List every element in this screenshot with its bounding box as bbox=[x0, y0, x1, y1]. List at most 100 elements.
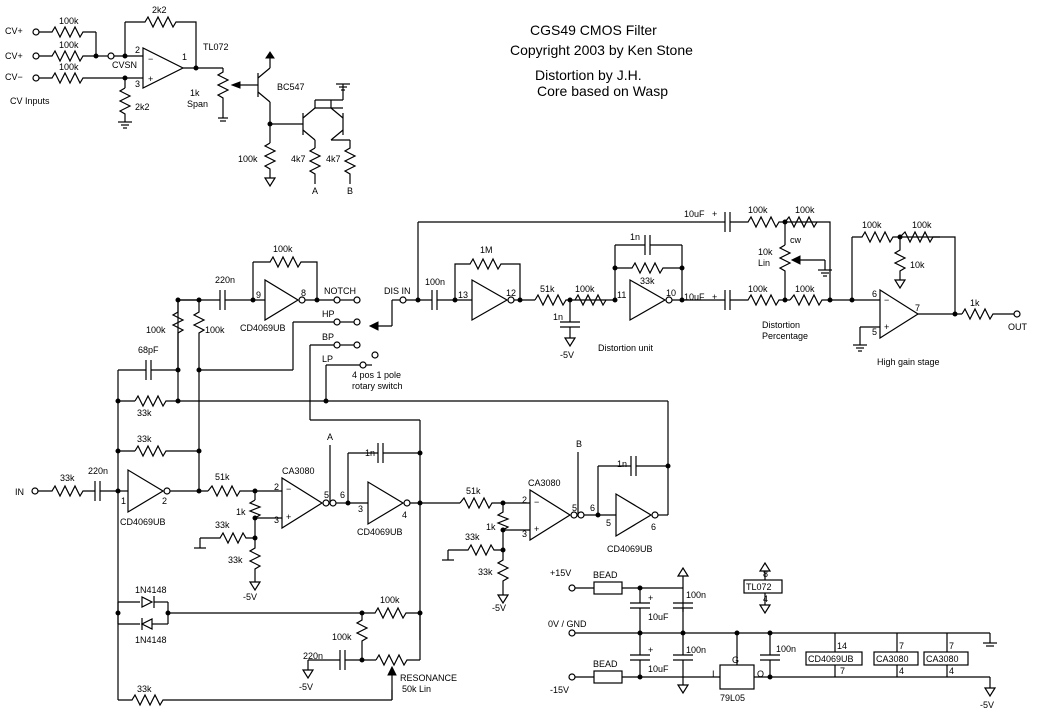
svg-text:33k: 33k bbox=[478, 567, 493, 577]
filter-core: IN 33k 220n 1 2 CD4069UB 33k 33k bbox=[15, 300, 671, 707]
cv-section: CV+ CV+ CV− 100k 100k 100k CVSN CV Input… bbox=[5, 5, 357, 196]
svg-text:1N4148: 1N4148 bbox=[135, 585, 167, 595]
svg-text:100k: 100k bbox=[862, 220, 882, 230]
cv-input-1-label: CV+ bbox=[5, 26, 23, 36]
svg-text:51k: 51k bbox=[215, 472, 230, 482]
distortion-unit-caption: Distortion unit bbox=[598, 343, 654, 353]
svg-text:33k: 33k bbox=[137, 684, 152, 694]
svg-text:220n: 220n bbox=[215, 275, 235, 285]
ota-2-bias-label: B bbox=[576, 439, 582, 449]
dis-in-jack[interactable] bbox=[399, 296, 407, 304]
ota-2 bbox=[529, 488, 572, 542]
ota-1-bias-label: A bbox=[327, 432, 333, 442]
svg-text:220n: 220n bbox=[303, 651, 323, 661]
power-section: +15V BEAD + 10uF 100n 0V / GND + 10 bbox=[548, 561, 997, 710]
svg-text:CD4069UB: CD4069UB bbox=[120, 517, 166, 527]
cv-inputs-caption: CV Inputs bbox=[10, 96, 50, 106]
switch-lp-contact[interactable] bbox=[359, 361, 367, 369]
svg-text:3: 3 bbox=[358, 504, 363, 514]
ic-tl072-box bbox=[743, 579, 783, 594]
switch-notch-label: NOTCH bbox=[324, 286, 356, 296]
switch-bp-contact[interactable] bbox=[333, 341, 341, 349]
input-inverter bbox=[127, 468, 165, 514]
regulator-79l05 bbox=[719, 664, 755, 690]
svg-text:10uF: 10uF bbox=[684, 292, 705, 302]
svg-text:220n: 220n bbox=[88, 466, 108, 476]
output-jack[interactable] bbox=[1013, 310, 1021, 318]
distortion-percentage-label-1: Distortion bbox=[762, 320, 800, 330]
svg-text:4 pos 1 pole: 4 pos 1 pole bbox=[352, 370, 401, 380]
svg-text:CA3080: CA3080 bbox=[926, 654, 959, 664]
output-label: OUT bbox=[1008, 322, 1028, 332]
cv-r1-value: 100k bbox=[59, 16, 79, 26]
svg-text:+: + bbox=[148, 74, 153, 84]
svg-text:cw: cw bbox=[790, 235, 802, 245]
svg-text:33k: 33k bbox=[640, 276, 655, 286]
ic-ca3080-1-box bbox=[873, 651, 919, 666]
switch-hp-contact[interactable] bbox=[333, 318, 341, 326]
svg-text:O: O bbox=[757, 669, 764, 679]
svg-text:G: G bbox=[732, 655, 739, 665]
svg-text:6: 6 bbox=[651, 522, 656, 532]
svg-text:10k: 10k bbox=[910, 260, 925, 270]
svg-text:100k: 100k bbox=[238, 154, 258, 164]
svg-text:CD4069UB: CD4069UB bbox=[808, 654, 854, 664]
plus-15v-label: +15V bbox=[550, 568, 571, 578]
svg-text:68pF: 68pF bbox=[138, 345, 159, 355]
input-jack bbox=[31, 487, 39, 495]
svg-text:-5V: -5V bbox=[560, 350, 574, 360]
svg-text:−: − bbox=[286, 484, 291, 494]
switch-hp-label: HP bbox=[322, 309, 335, 319]
svg-text:4k7: 4k7 bbox=[291, 154, 306, 164]
svg-text:3: 3 bbox=[522, 529, 527, 539]
svg-text:1n: 1n bbox=[365, 448, 375, 458]
svg-text:4: 4 bbox=[899, 666, 904, 676]
svg-text:100k: 100k bbox=[205, 325, 225, 335]
svg-text:8: 8 bbox=[301, 288, 306, 298]
svg-text:100k: 100k bbox=[146, 325, 166, 335]
ota-1-label: CA3080 bbox=[282, 466, 315, 476]
svg-text:1k: 1k bbox=[486, 522, 496, 532]
minus-5v-label: -5V bbox=[980, 700, 994, 710]
title-line-4: Core based on Wasp bbox=[537, 83, 668, 99]
svg-text:7: 7 bbox=[915, 303, 920, 313]
svg-text:13: 13 bbox=[458, 290, 468, 300]
svg-text:5: 5 bbox=[324, 490, 329, 500]
svg-text:51k: 51k bbox=[466, 486, 481, 496]
svg-text:−: − bbox=[884, 295, 889, 305]
svg-text:1k: 1k bbox=[190, 88, 200, 98]
svg-text:100n: 100n bbox=[686, 590, 706, 600]
svg-text:-5V: -5V bbox=[243, 592, 257, 602]
svg-text:2: 2 bbox=[522, 495, 527, 505]
svg-text:100k: 100k bbox=[748, 205, 768, 215]
svg-text:51k: 51k bbox=[540, 284, 555, 294]
svg-text:10k: 10k bbox=[758, 247, 773, 257]
title-line-1: CGS49 CMOS Filter bbox=[530, 22, 657, 38]
switch-lp-label: LP bbox=[322, 354, 333, 364]
svg-text:100k: 100k bbox=[273, 244, 293, 254]
stage-2-inverter bbox=[615, 492, 653, 538]
svg-text:10: 10 bbox=[666, 288, 676, 298]
svg-text:7: 7 bbox=[840, 666, 845, 676]
svg-text:+: + bbox=[534, 524, 539, 534]
svg-text:6: 6 bbox=[872, 289, 877, 299]
svg-text:+: + bbox=[648, 593, 653, 603]
svg-text:12: 12 bbox=[506, 288, 516, 298]
svg-text:1n: 1n bbox=[617, 459, 627, 469]
svg-text:-5V: -5V bbox=[492, 603, 506, 613]
svg-text:33k: 33k bbox=[465, 532, 480, 542]
distortion-percentage-label-2: Percentage bbox=[762, 331, 808, 341]
svg-text:CA3080: CA3080 bbox=[876, 654, 909, 664]
svg-text:1n: 1n bbox=[553, 312, 563, 322]
svg-text:+: + bbox=[648, 645, 653, 655]
svg-text:1: 1 bbox=[121, 496, 126, 506]
svg-text:1M: 1M bbox=[480, 245, 493, 255]
svg-text:33k: 33k bbox=[228, 555, 243, 565]
gain-section: 100k 100k 10k − + 6 5 7 1k OUT High gain… bbox=[849, 220, 1028, 367]
switch-notch-contact[interactable] bbox=[333, 296, 341, 304]
svg-text:CD4069UB: CD4069UB bbox=[357, 527, 403, 537]
cv-jack-2 bbox=[32, 52, 40, 60]
svg-text:+: + bbox=[712, 209, 717, 219]
